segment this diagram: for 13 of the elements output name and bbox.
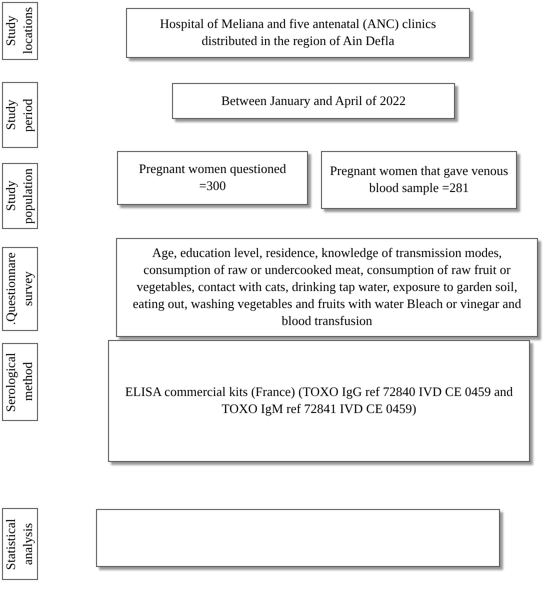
category-label: Statistical analysis — [2, 508, 38, 580]
category-label: Study period — [2, 82, 38, 148]
category-label: .Questionnare survey — [2, 247, 38, 331]
category-label: Study population — [2, 163, 38, 229]
info-box: Hospital of Meliana and five antenatal (ANC) clinics distributed in the region of Ain Defla — [126, 8, 470, 58]
info-box: ELISA commercial kits (France) (TOXO IgG ref 72840 IVD CE 0459 and TOXO IgM ref 72841 IVD CE 0459) — [108, 340, 530, 462]
category-label: Study locations — [2, 2, 38, 60]
category-label: Serological method — [2, 343, 38, 421]
info-box: Age, education level, residence, knowledge of transmission modes, consumption of raw or undercooked meat, consumption of raw fruit or vegetables, contact with cats, drinking tap water, exposure to garden soil, eating out, washing vegetables and fruits with water Bleach or vinegar and blood transfusion — [116, 238, 538, 337]
info-box: Between January and April of 2022 — [172, 83, 455, 119]
info-box: Pregnant women questioned =300 — [117, 151, 308, 205]
info-box: Pregnant women that gave venous blood sample =281 — [321, 151, 517, 209]
info-box — [96, 509, 500, 567]
